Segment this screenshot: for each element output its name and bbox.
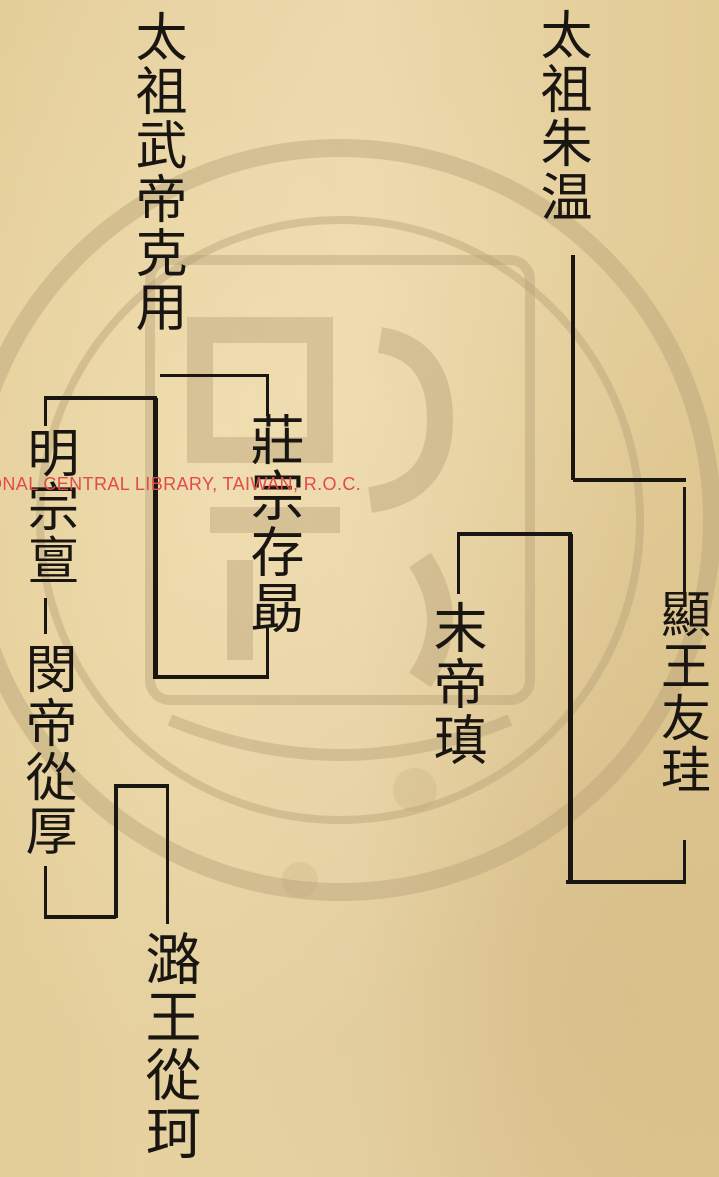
grandson-mindi: 閔帝從厚 xyxy=(16,642,76,858)
horizontal-rule xyxy=(114,784,169,788)
vertical-rule xyxy=(44,866,47,918)
vertical-rule xyxy=(44,598,47,634)
vertical-rule xyxy=(166,784,169,924)
horizontal-rule xyxy=(153,675,269,679)
vertical-rule xyxy=(457,532,460,594)
son-emperor-zhen: 末帝瑱 xyxy=(424,600,487,768)
vertical-rule xyxy=(153,398,158,678)
vertical-rule xyxy=(571,255,575,480)
grandson-prince-lu: 潞王從珂 xyxy=(136,930,201,1162)
horizontal-rule xyxy=(45,396,157,400)
vertical-rule xyxy=(568,534,573,882)
son-zhuangzong: 莊宗存勗 xyxy=(241,412,304,636)
son-prince-you-gui: 顯王友珪 xyxy=(653,588,711,796)
vertical-rule xyxy=(266,628,269,678)
founder-zhu-wen: 太祖朱温 xyxy=(531,8,591,224)
vertical-rule xyxy=(683,840,686,882)
founder-li-keyong: 太祖武帝克用 xyxy=(126,10,186,334)
horizontal-rule xyxy=(44,915,116,919)
vertical-rule xyxy=(114,786,118,918)
vertical-rule xyxy=(683,487,686,592)
horizontal-rule xyxy=(458,532,572,536)
library-watermark: ONAL CENTRAL LIBRARY, TAIWAN, R.O.C. xyxy=(0,474,362,494)
horizontal-rule xyxy=(573,478,686,482)
son-mingzong: 明宗亶 xyxy=(18,426,78,588)
vertical-rule xyxy=(266,374,269,416)
horizontal-rule xyxy=(566,880,686,884)
horizontal-rule xyxy=(160,374,268,377)
vertical-rule xyxy=(44,396,47,426)
